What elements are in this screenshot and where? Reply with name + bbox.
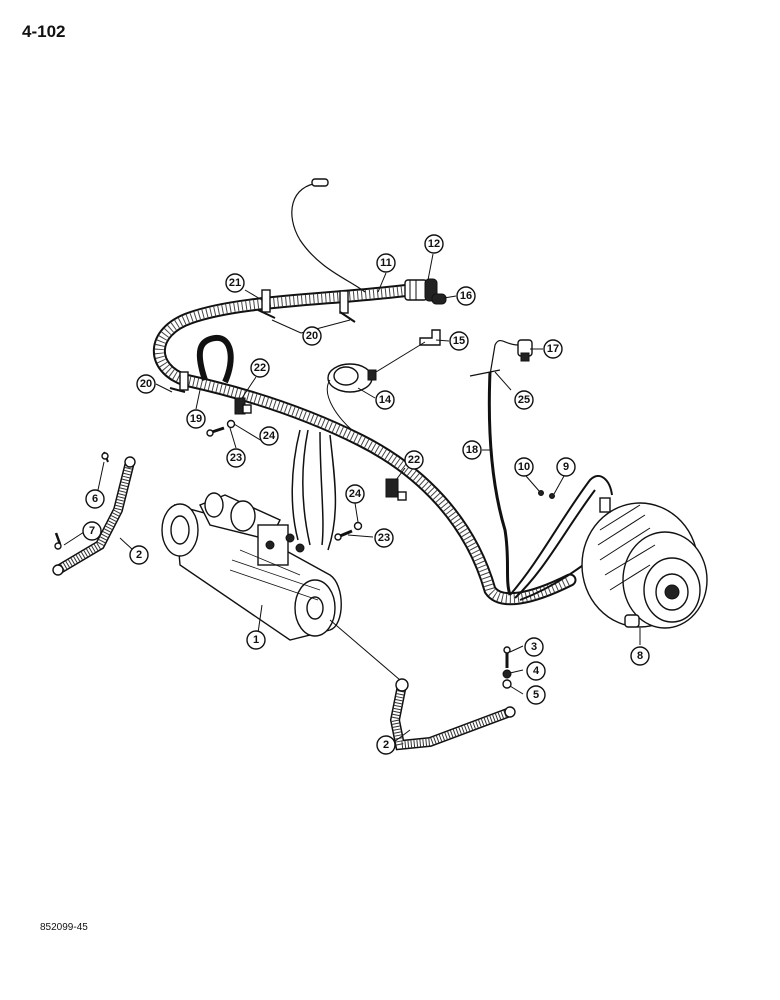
callout-2-left-label: 2 — [136, 549, 142, 561]
callout-8: 8 — [630, 646, 650, 666]
callout-20-left: 20 — [136, 374, 156, 394]
callout-23-upper: 23 — [226, 448, 246, 468]
callout-9: 9 — [556, 457, 576, 477]
callout-22-lower-label: 22 — [408, 454, 420, 466]
leader-lines — [63, 253, 641, 743]
callout-15: 15 — [449, 331, 469, 351]
figure-id: 852099-45 — [40, 922, 88, 933]
callout-24-lower-label: 24 — [349, 488, 362, 500]
callout-17: 17 — [543, 339, 563, 359]
callout-2-right-label: 2 — [383, 739, 389, 751]
sender-unit-14 — [326, 341, 426, 431]
callout-14-label: 14 — [379, 394, 392, 406]
callout-7-label: 7 — [89, 525, 95, 537]
page-number: 4-102 — [22, 22, 66, 41]
callout-1-label: 1 — [253, 634, 259, 646]
callout-22-upper-label: 22 — [254, 362, 266, 374]
callout-24-lower: 24 — [345, 484, 365, 504]
callout-3-label: 3 — [531, 641, 537, 653]
callout-7: 7 — [82, 521, 102, 541]
callout-20-left-label: 20 — [140, 378, 152, 390]
wire-terminal-end — [311, 178, 329, 187]
callout-2-right: 2 — [376, 735, 396, 755]
callout-6-label: 6 — [92, 493, 98, 505]
washer-9 — [549, 493, 555, 499]
callout-10: 10 — [514, 457, 534, 477]
callout-19: 19 — [186, 409, 206, 429]
callout-3: 3 — [524, 637, 544, 657]
callout-15-label: 15 — [453, 335, 465, 347]
callout-23-lower-label: 23 — [378, 532, 390, 544]
callout-8-label: 8 — [637, 650, 643, 662]
callout-18-label: 18 — [466, 444, 478, 456]
bolts-washers — [206, 419, 363, 541]
callout-24-upper: 24 — [259, 426, 279, 446]
callout-22-lower: 22 — [404, 450, 424, 470]
callout-9-label: 9 — [563, 461, 569, 473]
callout-11-label: 11 — [380, 257, 392, 269]
callout-16-label: 16 — [460, 290, 472, 302]
callout-23-lower: 23 — [374, 528, 394, 548]
callout-2-left: 2 — [129, 545, 149, 565]
callout-20-top: 20 — [302, 326, 322, 346]
callout-1: 1 — [246, 630, 266, 650]
harness-clamps — [169, 289, 407, 501]
connector-plug-16 — [431, 293, 447, 305]
callout-10-label: 10 — [518, 461, 530, 473]
switch-17 — [489, 339, 533, 376]
wiring-harness — [152, 178, 613, 606]
callout-16: 16 — [456, 286, 476, 306]
callout-20-top-label: 20 — [306, 330, 318, 342]
ground-strap-right — [329, 619, 516, 751]
callout-25: 25 — [514, 390, 534, 410]
callout-19-label: 19 — [190, 413, 202, 425]
callout-21-label: 21 — [229, 277, 241, 289]
wire-18 — [469, 369, 512, 596]
starter-motor — [161, 492, 342, 641]
callout-12: 12 — [424, 234, 444, 254]
callout-5-label: 5 — [533, 689, 539, 701]
callout-4-label: 4 — [533, 665, 540, 677]
callout-12-label: 12 — [428, 238, 440, 250]
callout-23-upper-label: 23 — [230, 452, 242, 464]
alternator — [581, 497, 708, 629]
callout-4: 4 — [526, 661, 546, 681]
callout-17-label: 17 — [547, 343, 559, 355]
callout-22-upper: 22 — [250, 358, 270, 378]
callout-25-label: 25 — [518, 394, 530, 406]
callout-24-upper-label: 24 — [263, 430, 276, 442]
callout-6: 6 — [85, 489, 105, 509]
ground-strap-left — [52, 451, 136, 576]
callout-18: 18 — [462, 440, 482, 460]
callout-14: 14 — [375, 390, 395, 410]
callout-11: 11 — [376, 253, 396, 273]
callout-5: 5 — [526, 685, 546, 705]
callout-21: 21 — [225, 273, 245, 293]
